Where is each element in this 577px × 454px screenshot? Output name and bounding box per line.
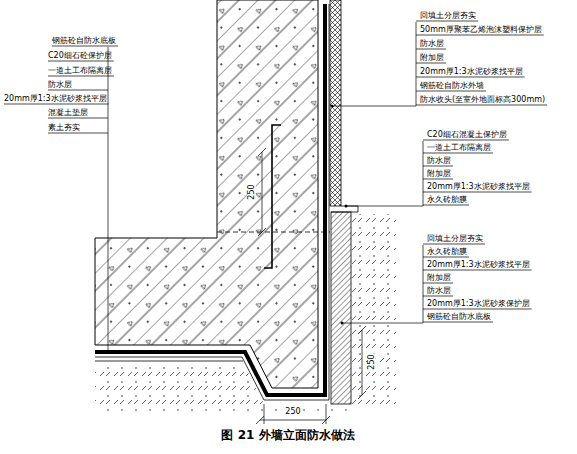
backfill-soil xyxy=(352,214,396,404)
protective-layer xyxy=(95,4,329,400)
layer-label: 防水层 xyxy=(427,287,451,295)
concrete-structure xyxy=(95,0,318,388)
layer-label: 一道土工布隔离层 xyxy=(48,67,112,75)
brick-ledge xyxy=(331,206,358,212)
layer-label: 附加层 xyxy=(427,274,451,282)
waterproof-layer xyxy=(95,4,325,395)
layer-label: 钢筋砼自防水底板 xyxy=(52,37,116,45)
layer-label: 20mm厚1:3水泥砂浆找平层 xyxy=(420,68,523,76)
layer-label: C20细石砼保护层 xyxy=(48,52,112,60)
leader-line xyxy=(416,49,446,50)
leader-line xyxy=(423,257,469,258)
layer-label: 防水层 xyxy=(420,40,444,48)
leader-line xyxy=(423,270,532,271)
leader-line xyxy=(48,118,108,119)
layer-label: 素土夯实 xyxy=(48,124,80,132)
layer-label: 20mm厚1:3水泥砂浆保护层 xyxy=(427,300,530,308)
leader-line xyxy=(48,133,108,134)
leader-line xyxy=(423,322,493,323)
layer-label: 防水层 xyxy=(427,157,451,165)
layer-label: 混凝土垫层 xyxy=(48,109,88,117)
layer-label: 20mm厚1:3水泥砂浆找平层 xyxy=(4,95,107,103)
figure-caption: 图 21 外墙立面防水做法 xyxy=(221,427,354,444)
layer-label: 钢筋砼自防水底板 xyxy=(427,313,491,321)
leader-line xyxy=(108,22,423,352)
leader-line xyxy=(4,104,109,105)
leader-line xyxy=(48,76,114,77)
leader-line xyxy=(48,90,108,91)
layer-label: 附加层 xyxy=(427,170,451,178)
layer-label: 附加层 xyxy=(420,54,444,62)
layer-label: 钢筋砼自防水外墙 xyxy=(420,82,484,90)
leader-line xyxy=(423,244,485,245)
leader-line xyxy=(423,205,469,206)
layer-label: 20mm厚1:3水泥砂浆找平层 xyxy=(427,183,530,191)
leader-line xyxy=(52,46,118,47)
cushion-layer xyxy=(95,361,243,362)
dimension-text: 250 xyxy=(368,353,376,370)
dimension-text: 250 xyxy=(284,408,301,416)
layer-label: C20细石混凝土保护层 xyxy=(427,131,507,139)
leader-line xyxy=(423,153,493,154)
construction-joint xyxy=(217,232,330,233)
layer-label: 永久砖胎膜 xyxy=(427,248,467,256)
leader-line xyxy=(416,35,544,36)
layer-label: 50mm厚聚苯乙烯泡沫塑料保护层 xyxy=(420,26,542,34)
brick-wall xyxy=(331,212,351,404)
leader-line xyxy=(423,309,532,310)
leader-line xyxy=(423,192,532,193)
leader-line xyxy=(416,91,486,92)
leader-line xyxy=(423,140,509,141)
insulation-board xyxy=(330,0,341,206)
leader-line xyxy=(423,179,453,180)
leader-line xyxy=(48,61,114,62)
layer-label: 防水层 xyxy=(48,81,72,89)
layer-label: 一道土工布隔离层 xyxy=(427,144,491,152)
leader-line xyxy=(423,296,453,297)
layer-label: 20mm厚1:3水泥砂浆找平层 xyxy=(427,261,530,269)
leader-line xyxy=(416,63,446,64)
leader-line xyxy=(423,283,453,284)
dimension-text: 250 xyxy=(248,183,256,200)
water-stop xyxy=(264,125,281,268)
leader-dot xyxy=(107,105,348,354)
leader-line xyxy=(416,77,525,78)
leader-line xyxy=(416,105,547,106)
leader-line xyxy=(416,21,478,22)
soil-below xyxy=(95,362,350,414)
layer-label: 永久砖胎膜 xyxy=(427,196,467,204)
leader-line xyxy=(423,166,453,167)
layer-label: 回填土分层夯实 xyxy=(427,235,483,243)
dimension-line xyxy=(256,148,366,424)
layer-label: 回填土分层夯实 xyxy=(420,12,476,20)
layer-label: 防水收头(至室外地面标高300mm) xyxy=(420,96,545,104)
